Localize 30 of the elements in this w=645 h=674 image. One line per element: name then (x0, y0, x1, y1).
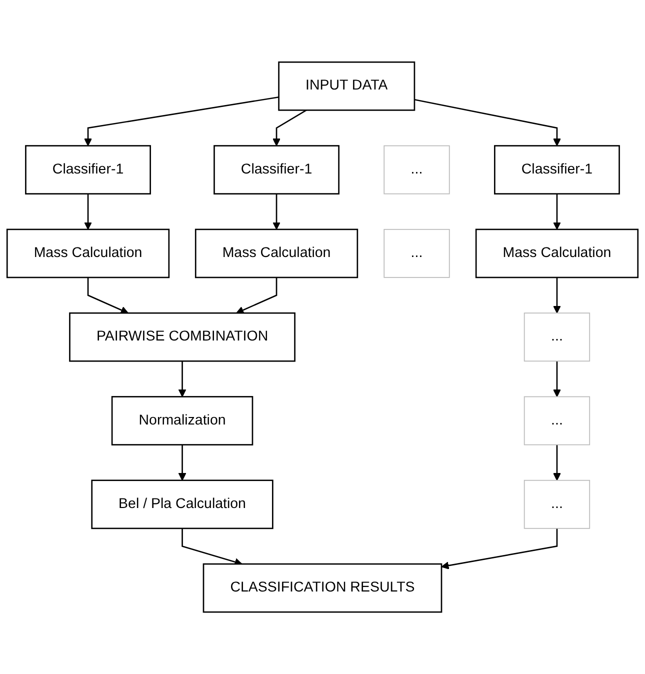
node-box: Classifier-1 (494, 145, 620, 194)
arrow (236, 277, 278, 314)
node-box: ... (524, 312, 590, 362)
arrow (553, 444, 561, 481)
arrow (87, 277, 128, 314)
arrow (553, 361, 561, 397)
node-box: CLASSIFICATION RESULTS (202, 563, 442, 613)
arrow (272, 194, 280, 230)
node-box: Mass Calculation (194, 228, 358, 278)
arrow (178, 361, 186, 397)
node-box: Bel / Pla Calculation (91, 480, 274, 529)
node-box: Classifier-1 (25, 145, 151, 194)
node-box: ... (384, 145, 450, 194)
arrow (414, 98, 561, 146)
node-box: ... (384, 228, 450, 278)
node-box: INPUT DATA (278, 61, 416, 111)
arrow (553, 194, 561, 230)
arrow (84, 96, 279, 146)
node-box: Mass Calculation (6, 228, 170, 278)
node-box: PAIRWISE COMBINATION (69, 312, 296, 362)
arrow (84, 194, 92, 230)
node-box: Mass Calculation (475, 228, 639, 278)
node-box: Classifier-1 (214, 145, 340, 194)
arrow (178, 444, 186, 481)
arrow (441, 528, 558, 570)
arrow (553, 277, 561, 314)
node-box: Normalization (111, 396, 254, 446)
node-box: ... (524, 396, 590, 446)
arrow (272, 110, 307, 146)
node-box: ... (524, 480, 590, 529)
